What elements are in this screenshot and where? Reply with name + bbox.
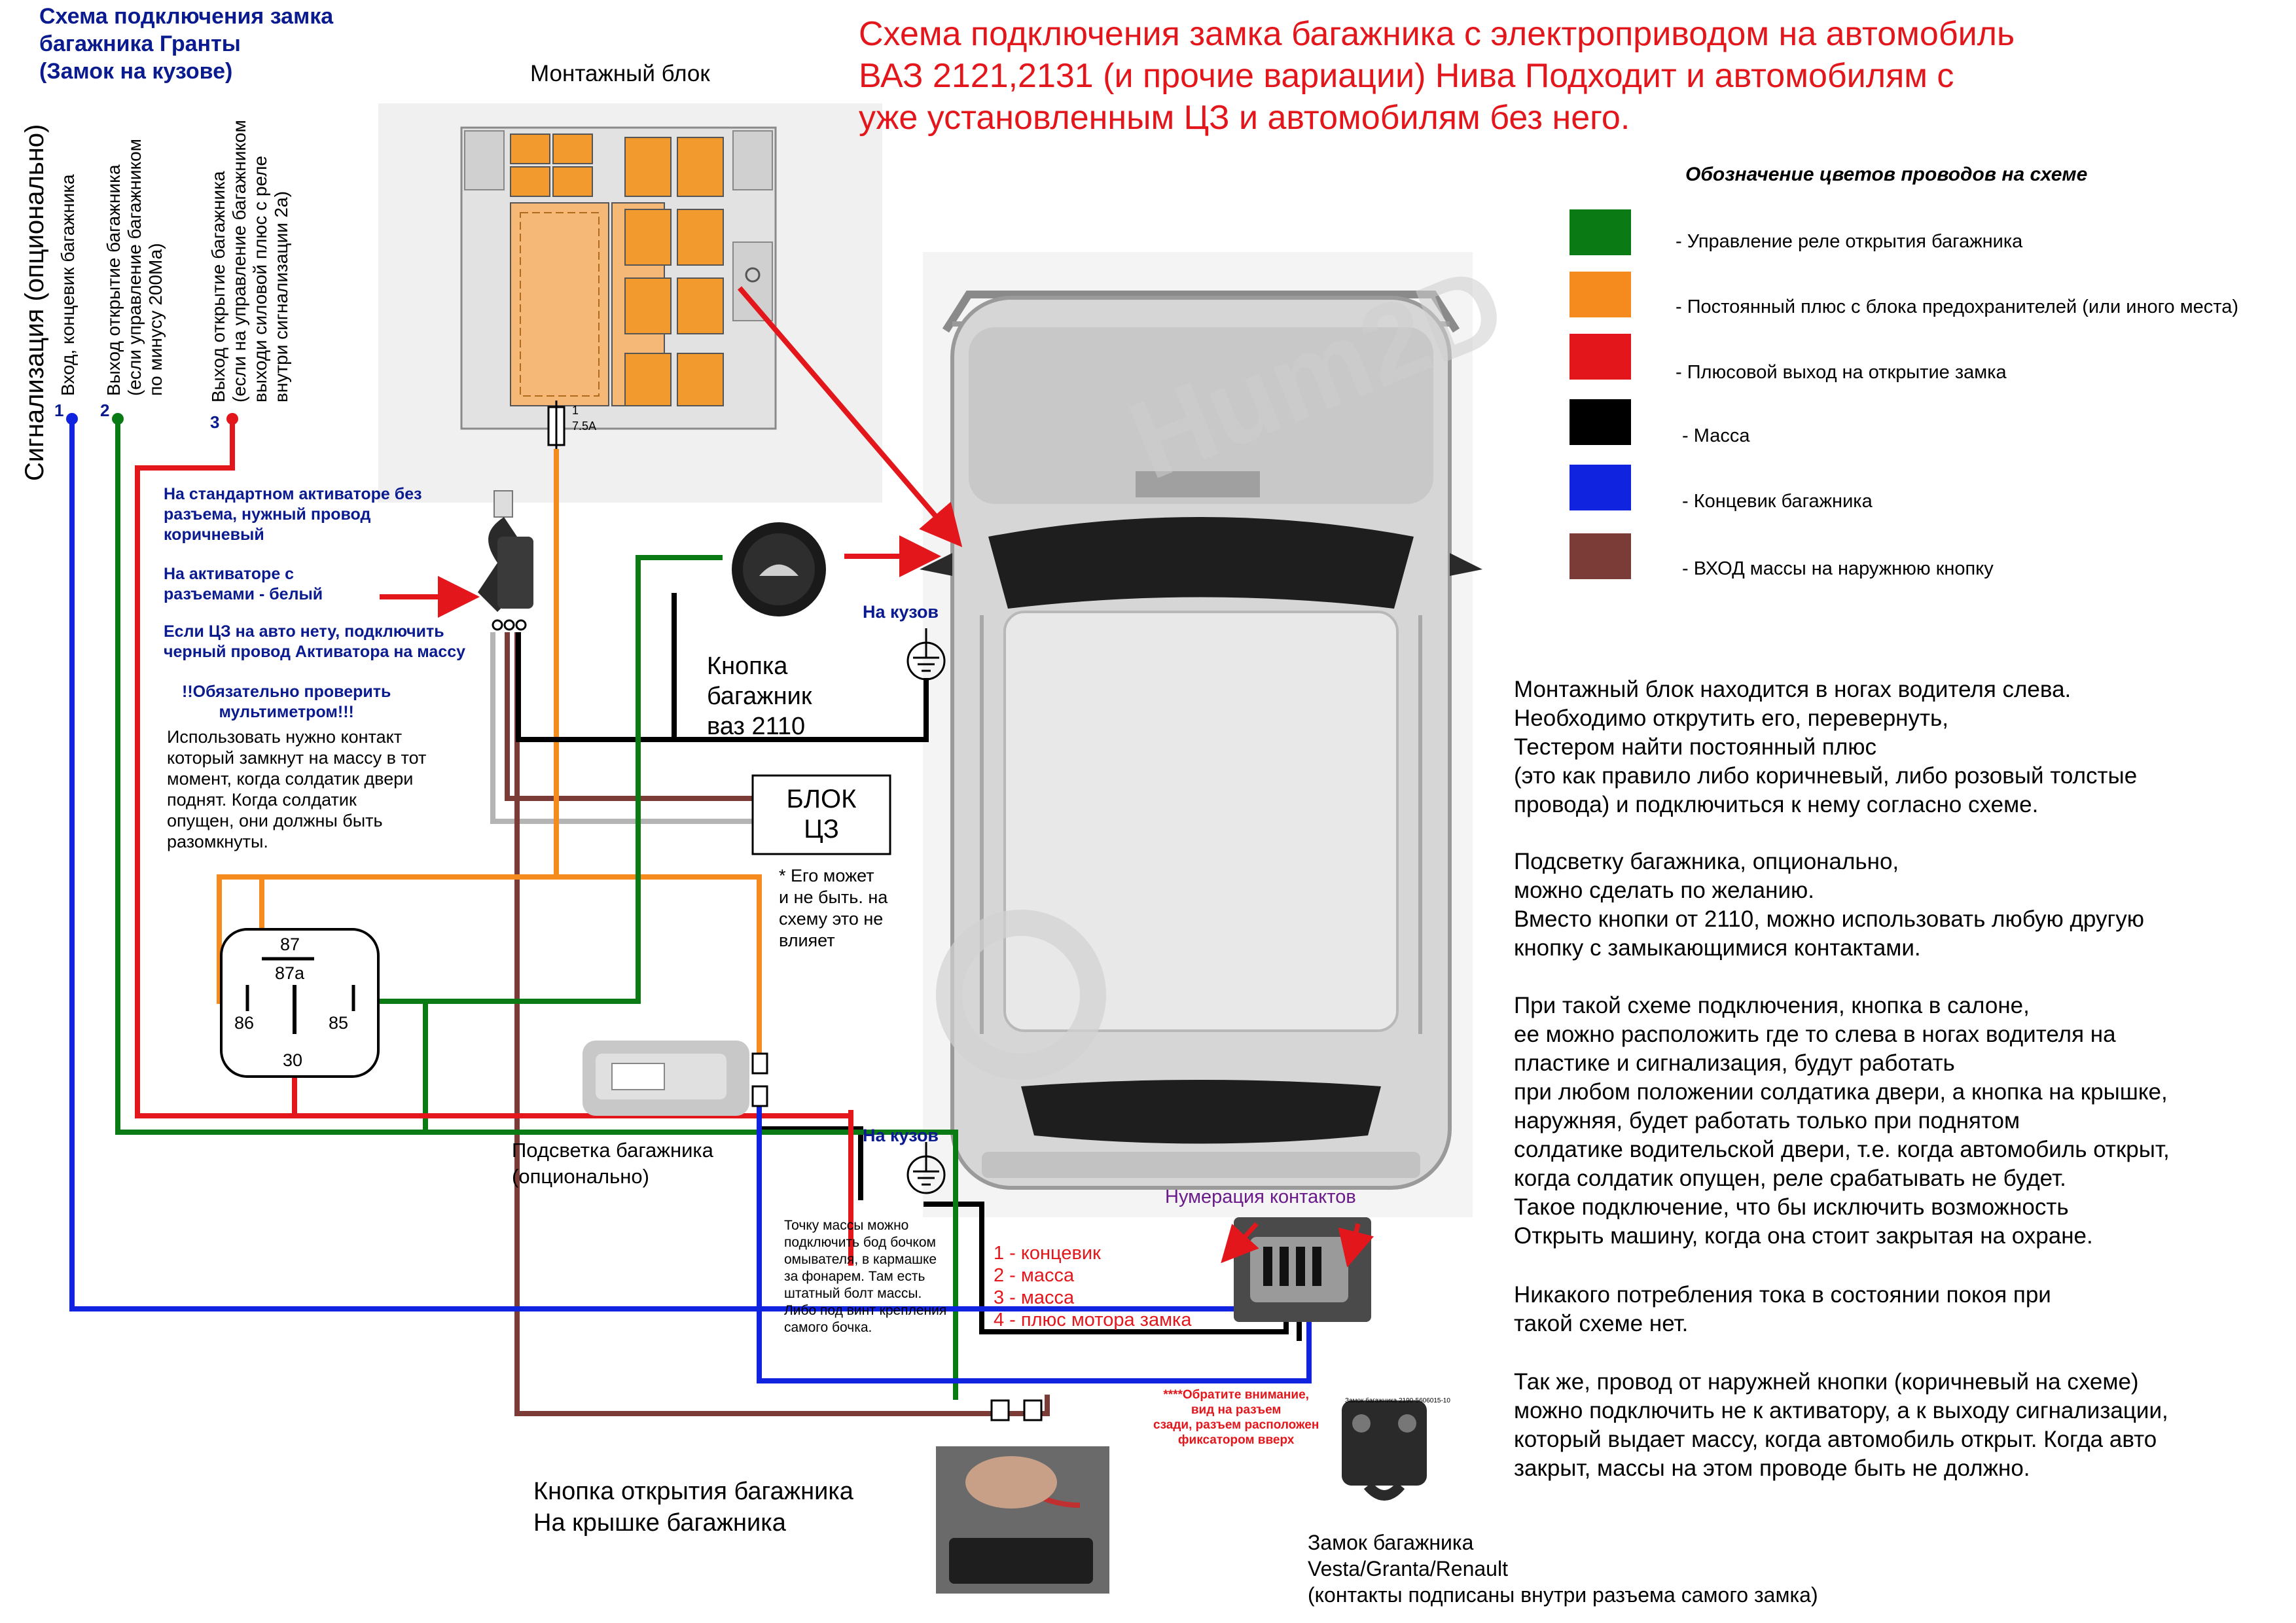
relay-symbol: [220, 928, 380, 1078]
lock-image: [1342, 1400, 1427, 1501]
legend-label-3: - Плюсовой выход на открытие замка: [1676, 362, 2007, 383]
legend-swatch-5: [1570, 465, 1631, 510]
activator-note-b: На активаторе с разъемами - белый: [164, 565, 323, 603]
pin-numbering-title: Нумерация контактов: [1165, 1186, 1356, 1207]
arrow-pin-a: [1221, 1222, 1259, 1264]
instructions-p4: Никакого потребления тока в состоянии по…: [1514, 1282, 2051, 1336]
signal-title: Сигнализация (опционально): [20, 124, 49, 481]
trunk-light-label: Подсветка багажника (опционально): [512, 1139, 713, 1188]
signal-output-3: Выход открытие багажника (если на управл…: [208, 120, 291, 402]
terminal-3-label: 3: [210, 412, 220, 432]
ground-point-note: Точку массы можно подключить бод бочком …: [784, 1218, 947, 1335]
fuse-block-image: [460, 126, 777, 430]
wire-gray: [490, 632, 755, 824]
legend-label-4: - Масса: [1682, 425, 1750, 446]
terminal-3: [226, 413, 238, 425]
outer-button-label: Кнопка открытия багажника На крышке бага…: [533, 1478, 853, 1537]
pin-numbering-list: 1 - концевик 2 - масса 3 - масса 4 - плю…: [994, 1243, 1192, 1330]
fuse-rating: 7.5A: [572, 419, 597, 433]
outer-button-image: [936, 1399, 1109, 1594]
relay-pin-87: 87: [280, 935, 300, 954]
activator-warning: !!Обязательно проверить мультиметром!!!: [182, 683, 391, 721]
activator-note-c: Если ЦЗ на авто нету, подключить черный …: [164, 622, 466, 661]
activator-use-note: Использовать нужно контакт который замкн…: [167, 727, 427, 851]
ground-label-bottom: На кузов: [863, 1126, 939, 1145]
legend-label-6: - ВХОД массы на наружнюю кнопку: [1682, 558, 1994, 579]
lock-label: Замок багажника Vesta/Granta/Renault (ко…: [1308, 1531, 1818, 1607]
instructions-p1: Монтажный блок находится в ногах водител…: [1514, 677, 2138, 817]
relay-pin-86: 86: [234, 1013, 255, 1033]
wire-black-activator: [516, 632, 677, 742]
legend-swatch-1: [1570, 209, 1631, 255]
relay-pin-85: 85: [329, 1013, 349, 1033]
activator-image: [478, 490, 533, 631]
signal-output-2: Выход открытие багажника (если управлени…: [103, 139, 166, 396]
wire-orange: [217, 874, 762, 1069]
wire-green-85: [361, 555, 723, 1004]
wire-black-light: [757, 1090, 863, 1200]
fuse-number: 1: [572, 404, 579, 417]
relay-pin-87a: 87a: [275, 963, 305, 983]
legend-swatch-4: [1570, 399, 1631, 445]
relay-pin-30: 30: [283, 1050, 303, 1070]
legend-swatch-3: [1570, 334, 1631, 380]
wire-blue-lock: [757, 1090, 1312, 1383]
connector-attention-note: ****Обратите внимание, вид на разъем сза…: [1153, 1388, 1319, 1447]
legend-label-1: - Управление реле открытия багажника: [1676, 231, 2023, 252]
terminal-1: [66, 413, 78, 425]
cz-block-note: * Его может и не быть. на схему это не в…: [779, 866, 888, 950]
main-title: Схема подключения замка багажника с элек…: [859, 15, 2015, 137]
legend-label-2: - Постоянный плюс с блока предохранителе…: [1676, 296, 2239, 317]
legend-swatch-6: [1570, 533, 1631, 579]
wire-black-button: [672, 593, 929, 742]
granta-title: Схема подключения замка багажника Гранты…: [39, 4, 334, 84]
terminal-1-label: 1: [54, 401, 64, 420]
lock-connector-image: [1234, 1217, 1371, 1322]
instructions-p3: При такой схеме подключения, кнопка в са…: [1514, 993, 2170, 1249]
terminal-2: [112, 413, 124, 425]
ground-label-top: На кузов: [863, 602, 939, 622]
legend-title: Обозначение цветов проводов на схеме: [1685, 164, 2088, 185]
cz-block-label: БЛОК ЦЗ: [786, 785, 857, 844]
button-2110-image: [732, 522, 826, 616]
trunk-light-image: [583, 1041, 768, 1116]
button-2110-label: Кнопка багажник ваз 2110: [707, 652, 812, 740]
arrow-fuse-to-car: [737, 286, 963, 548]
instructions-p5: Так же, провод от наружней кнопки (корич…: [1514, 1369, 2168, 1481]
signal-input-1: Вход, концевик багажника: [58, 174, 78, 396]
lock-part-number: Замок багажника 2190-5606015-10: [1345, 1397, 1450, 1404]
ground-symbol-top: [906, 628, 946, 681]
ground-symbol-bottom: [906, 1142, 946, 1194]
instructions-p2: Подсветку багажника, опционально, можно …: [1514, 849, 2144, 961]
wire-green: [115, 416, 958, 1400]
cz-block-box: [751, 774, 891, 855]
arrow-pin-b: [1338, 1223, 1374, 1268]
terminal-2-label: 2: [100, 401, 110, 420]
wire-brown-button: [514, 632, 1050, 1416]
fuse-block-label: Монтажный блок: [530, 61, 710, 86]
wires: [69, 416, 1312, 1416]
activator-note-a: На стандартном активаторе без разъема, н…: [164, 485, 422, 544]
legend-swatch-2: [1570, 272, 1631, 317]
wire-red: [135, 416, 297, 1118]
fuse-symbol: [547, 401, 565, 452]
legend-label-5: - Концевик багажника: [1682, 491, 1873, 512]
wire-brown-cz: [505, 632, 755, 801]
